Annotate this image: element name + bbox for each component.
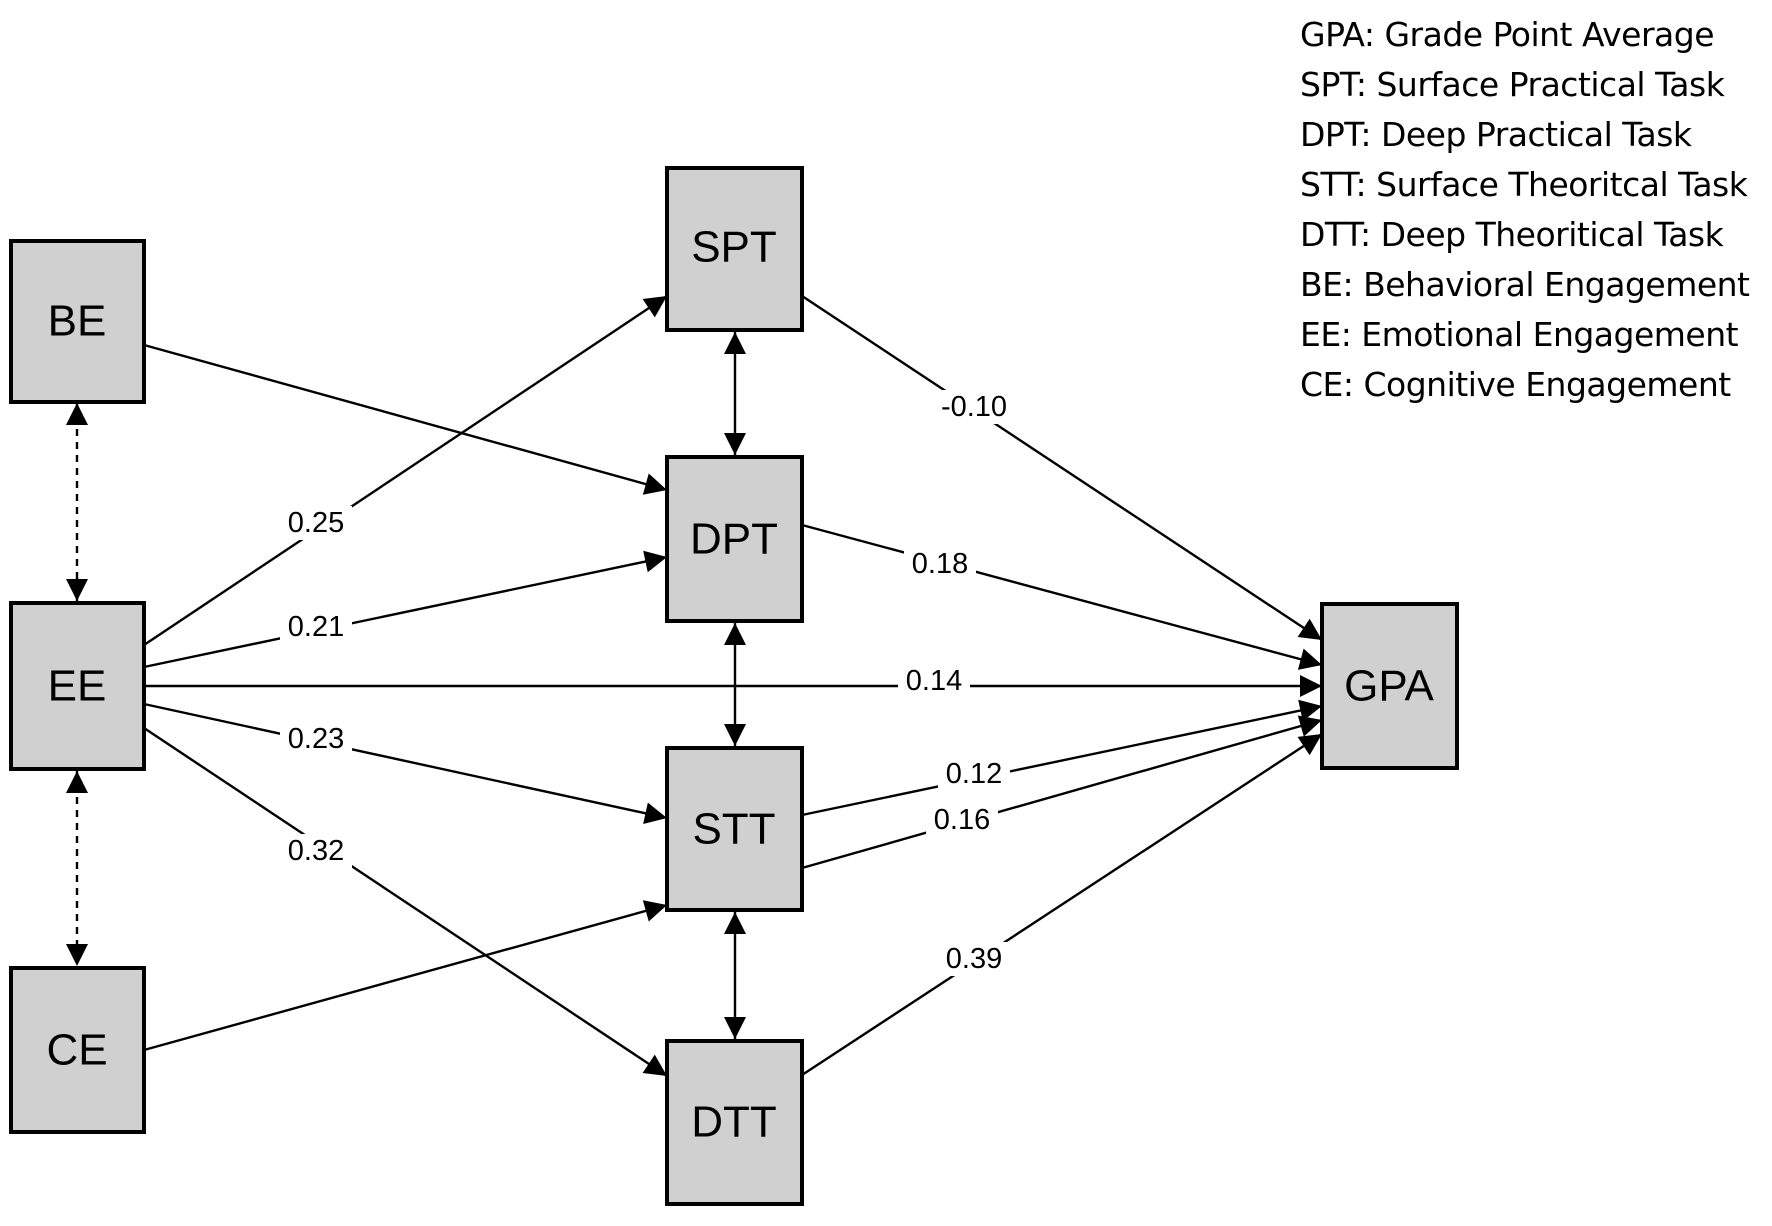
svg-text:0.18: 0.18 (912, 548, 968, 580)
coef-ee-dpt: 0.21 (280, 610, 352, 644)
node-gpa: GPA (1320, 602, 1459, 770)
svg-text:CE: CE (46, 1026, 107, 1075)
svg-text:DTT: DTT (691, 1098, 777, 1147)
path-ee-dtt (143, 727, 668, 1077)
coef-stt-gpa-a: 0.12 (938, 757, 1010, 791)
svg-text:0.21: 0.21 (288, 611, 344, 643)
edges-layer (66, 294, 1323, 1077)
node-ce: CE (9, 966, 146, 1134)
path-stt-gpa-b (801, 715, 1323, 870)
legend-item-dtt: DTT: Deep Theoritical Task (1300, 215, 1724, 254)
legend-item-stt: STT: Surface Theoritcal Task (1300, 165, 1748, 204)
svg-text:GPA: GPA (1344, 662, 1434, 711)
abbreviation-legend: GPA: Grade Point Average SPT: Surface Pr… (1300, 10, 1750, 410)
path-stt-gpa-a (801, 699, 1323, 817)
path-ee-spt (143, 295, 668, 646)
coef-stt-gpa-b: 0.16 (926, 803, 998, 837)
svg-text:EE: EE (48, 662, 107, 711)
svg-text:0.16: 0.16 (934, 804, 990, 836)
coef-dpt-gpa: 0.18 (904, 547, 976, 581)
svg-text:0.39: 0.39 (946, 943, 1002, 975)
coef-ee-spt: 0.25 (280, 506, 352, 540)
legend-item-gpa: GPA: Grade Point Average (1300, 15, 1715, 54)
coef-spt-gpa: -0.10 (934, 390, 1014, 424)
legend-item-ce: CE: Cognitive Engagement (1300, 365, 1731, 404)
nodes-layer: BE EE CE SPT DPT STT DTT GPA (9, 166, 1459, 1206)
legend-item-spt: SPT: Surface Practical Task (1300, 65, 1725, 104)
path-dpt-gpa (801, 523, 1323, 670)
path-ee-dpt (143, 550, 668, 669)
svg-text:SPT: SPT (691, 223, 777, 272)
svg-text:0.23: 0.23 (288, 723, 344, 755)
path-be-dpt (143, 343, 668, 495)
path-spt-gpa (801, 294, 1323, 642)
svg-text:0.12: 0.12 (946, 758, 1002, 790)
svg-text:0.32: 0.32 (288, 835, 344, 867)
svg-text:STT: STT (692, 805, 775, 854)
node-stt: STT (665, 746, 804, 912)
coef-ee-gpa: 0.14 (898, 664, 970, 698)
legend-item-ee: EE: Emotional Engagement (1300, 315, 1739, 354)
node-ee: EE (9, 601, 146, 771)
node-dpt: DPT (665, 455, 804, 623)
path-ce-stt (143, 900, 668, 1052)
coef-ee-dtt: 0.32 (280, 834, 352, 868)
coef-ee-stt: 0.23 (280, 722, 352, 756)
svg-text:-0.10: -0.10 (941, 391, 1007, 423)
path-dtt-gpa (801, 732, 1323, 1077)
node-be: BE (9, 239, 146, 404)
node-spt: SPT (665, 166, 804, 332)
coef-dtt-gpa: 0.39 (938, 942, 1010, 976)
node-dtt: DTT (665, 1039, 804, 1206)
legend-item-dpt: DPT: Deep Practical Task (1300, 115, 1692, 154)
path-ee-stt (143, 702, 668, 825)
legend-item-be: BE: Behavioral Engagement (1300, 265, 1750, 304)
coefficients-layer: 0.25 0.21 0.14 0.23 0.32 -0.10 0.18 0.1 (280, 390, 1014, 976)
svg-text:0.14: 0.14 (906, 665, 962, 697)
svg-text:DPT: DPT (690, 515, 778, 564)
svg-text:BE: BE (48, 297, 107, 346)
svg-text:0.25: 0.25 (288, 507, 344, 539)
